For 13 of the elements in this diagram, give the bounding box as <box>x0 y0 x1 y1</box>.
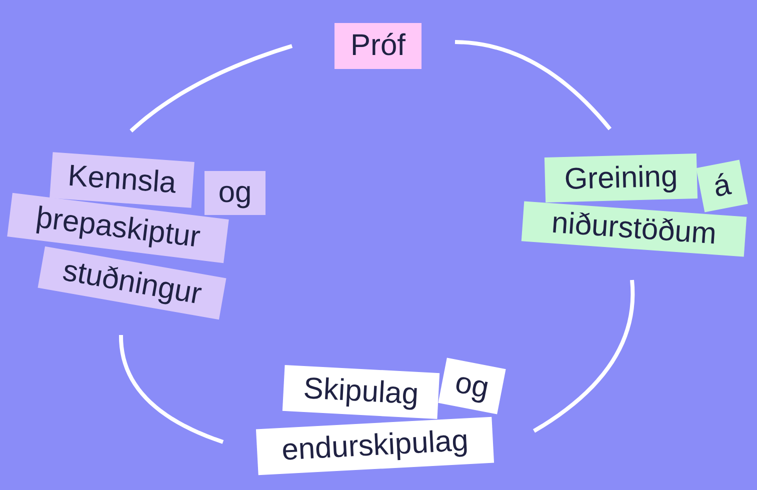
cycle-arc <box>130 44 293 132</box>
cycle-arc <box>119 334 224 444</box>
stage-label: niðurstöðum <box>521 201 747 257</box>
cycle-arc <box>532 280 635 433</box>
stage-label: Greining <box>544 154 698 202</box>
stage-label: Próf <box>334 23 422 69</box>
stage-label: og <box>204 171 266 215</box>
stage-label: Skipulag <box>282 364 440 420</box>
stage-label: stuðningur <box>38 246 226 320</box>
cycle-arc <box>454 40 612 130</box>
stage-label: Kennsla <box>50 152 194 208</box>
stage-label: og <box>438 358 506 414</box>
stage-label: endurskipulag <box>256 416 494 476</box>
